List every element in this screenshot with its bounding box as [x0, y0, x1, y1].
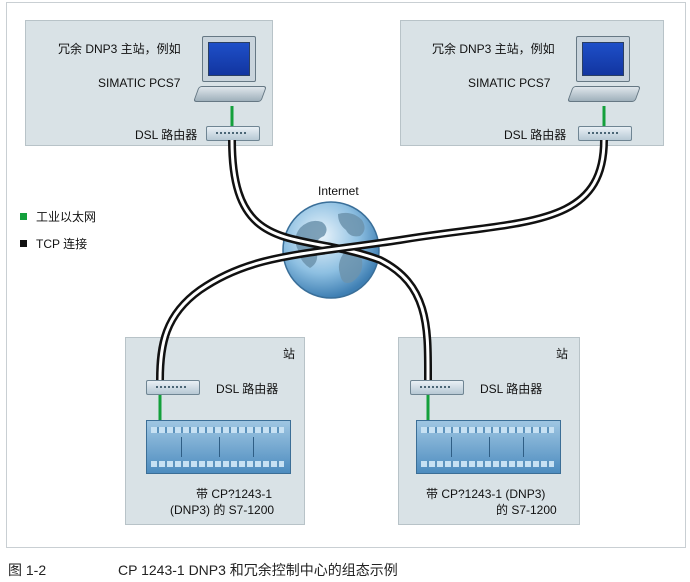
station-right-router-label: DSL 路由器 [480, 382, 543, 396]
legend-tcp-swatch [20, 240, 27, 247]
master-right-pc-icon [567, 36, 641, 106]
tcp-link-master-left-to-station-right [228, 139, 433, 381]
master-left-pc-icon [193, 36, 267, 106]
master-left-title: 冗余 DNP3 主站，例如 [58, 42, 181, 56]
station-right-router-icon [410, 380, 464, 395]
station-left-title: 站 [283, 347, 296, 361]
master-left-router-label: DSL 路由器 [135, 128, 198, 142]
station-right-plc-line1: 带 CP?1243-1 (DNP3) [426, 487, 546, 501]
station-left-plc-icon [146, 420, 291, 474]
figure-number: 图 1-2 [8, 562, 47, 578]
station-left-plc-line2: (DNP3) 的 S7-1200 [170, 503, 275, 517]
master-right-system: SIMATIC PCS7 [468, 76, 551, 90]
station-right-title: 站 [556, 347, 569, 361]
station-right-plc-line2: 的 S7-1200 [496, 503, 557, 517]
master-right-panel [400, 20, 664, 146]
internet-label: Internet [318, 184, 359, 198]
master-left-system: SIMATIC PCS7 [98, 76, 181, 90]
master-right-title: 冗余 DNP3 主站，例如 [432, 42, 555, 56]
tcp-link-master-right-to-station-left [156, 139, 608, 381]
legend-tcp-label: TCP 连接 [36, 237, 88, 251]
legend-ethernet-label: 工业以太网 [36, 210, 97, 224]
station-left-router-icon [146, 380, 200, 395]
station-left-router-label: DSL 路由器 [216, 382, 279, 396]
legend-ethernet-swatch [20, 213, 27, 220]
station-left-plc-line1: 带 CP?1243-1 [196, 487, 273, 501]
figure-caption: CP 1243-1 DNP3 和冗余控制中心的组态示例 [118, 562, 398, 578]
station-right-plc-icon [416, 420, 561, 474]
master-right-router-label: DSL 路由器 [504, 128, 567, 142]
